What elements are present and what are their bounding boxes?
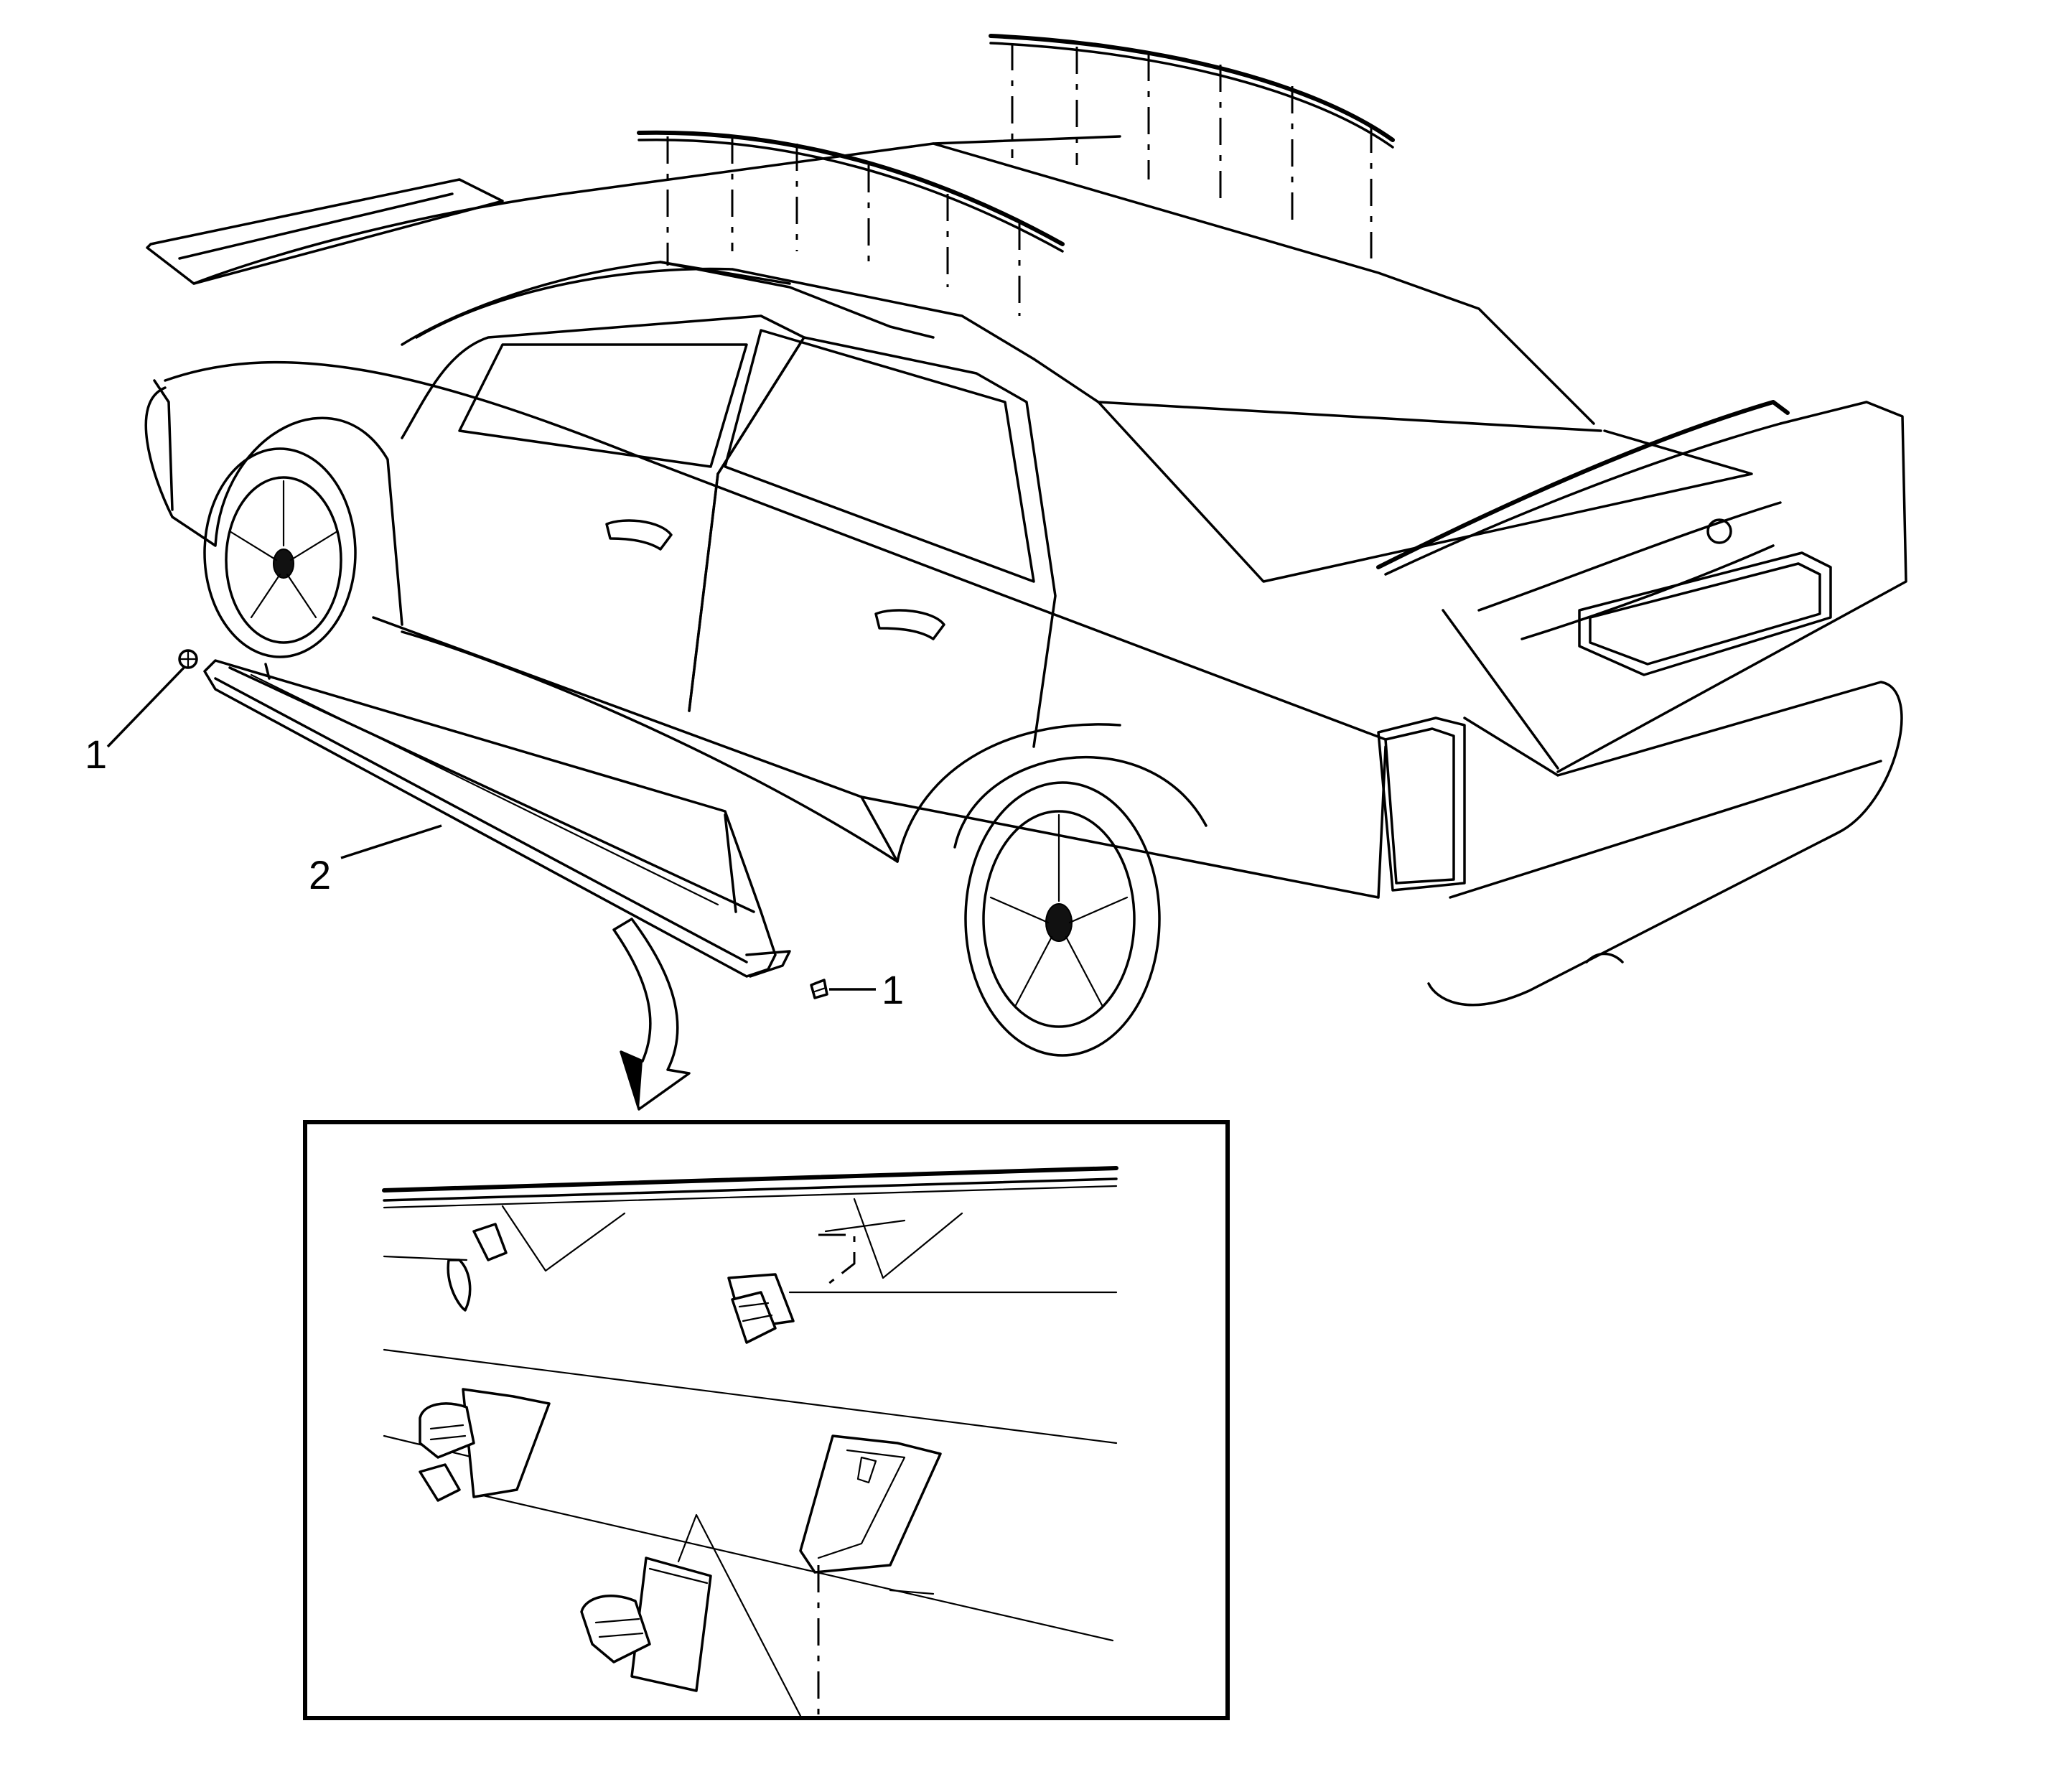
wheel-icon <box>203 447 357 658</box>
retainer-clip-icon <box>727 1273 795 1344</box>
callout-1-right: 1 <box>882 967 904 1012</box>
detail-inset <box>303 1120 1230 1720</box>
retainer-clip-icon <box>799 1434 942 1574</box>
rocker-panel-molding <box>203 659 791 978</box>
callout-2: 2 <box>309 852 331 897</box>
push-pin-fastener-icon <box>810 979 828 999</box>
wheel-icon <box>953 756 1207 1057</box>
callout-1-left: 1 <box>85 732 107 777</box>
vehicle-icon <box>144 135 1907 1057</box>
roof-molding-front <box>637 130 1065 316</box>
retainer-clip-icon <box>580 1557 712 1692</box>
retainer-clip-icon <box>419 1388 551 1502</box>
roof-molding-rear <box>989 34 1395 258</box>
retainer-clip-icon <box>447 1223 508 1312</box>
curved-arrow-icon <box>612 918 691 1111</box>
push-pin-fastener-icon <box>178 649 198 669</box>
